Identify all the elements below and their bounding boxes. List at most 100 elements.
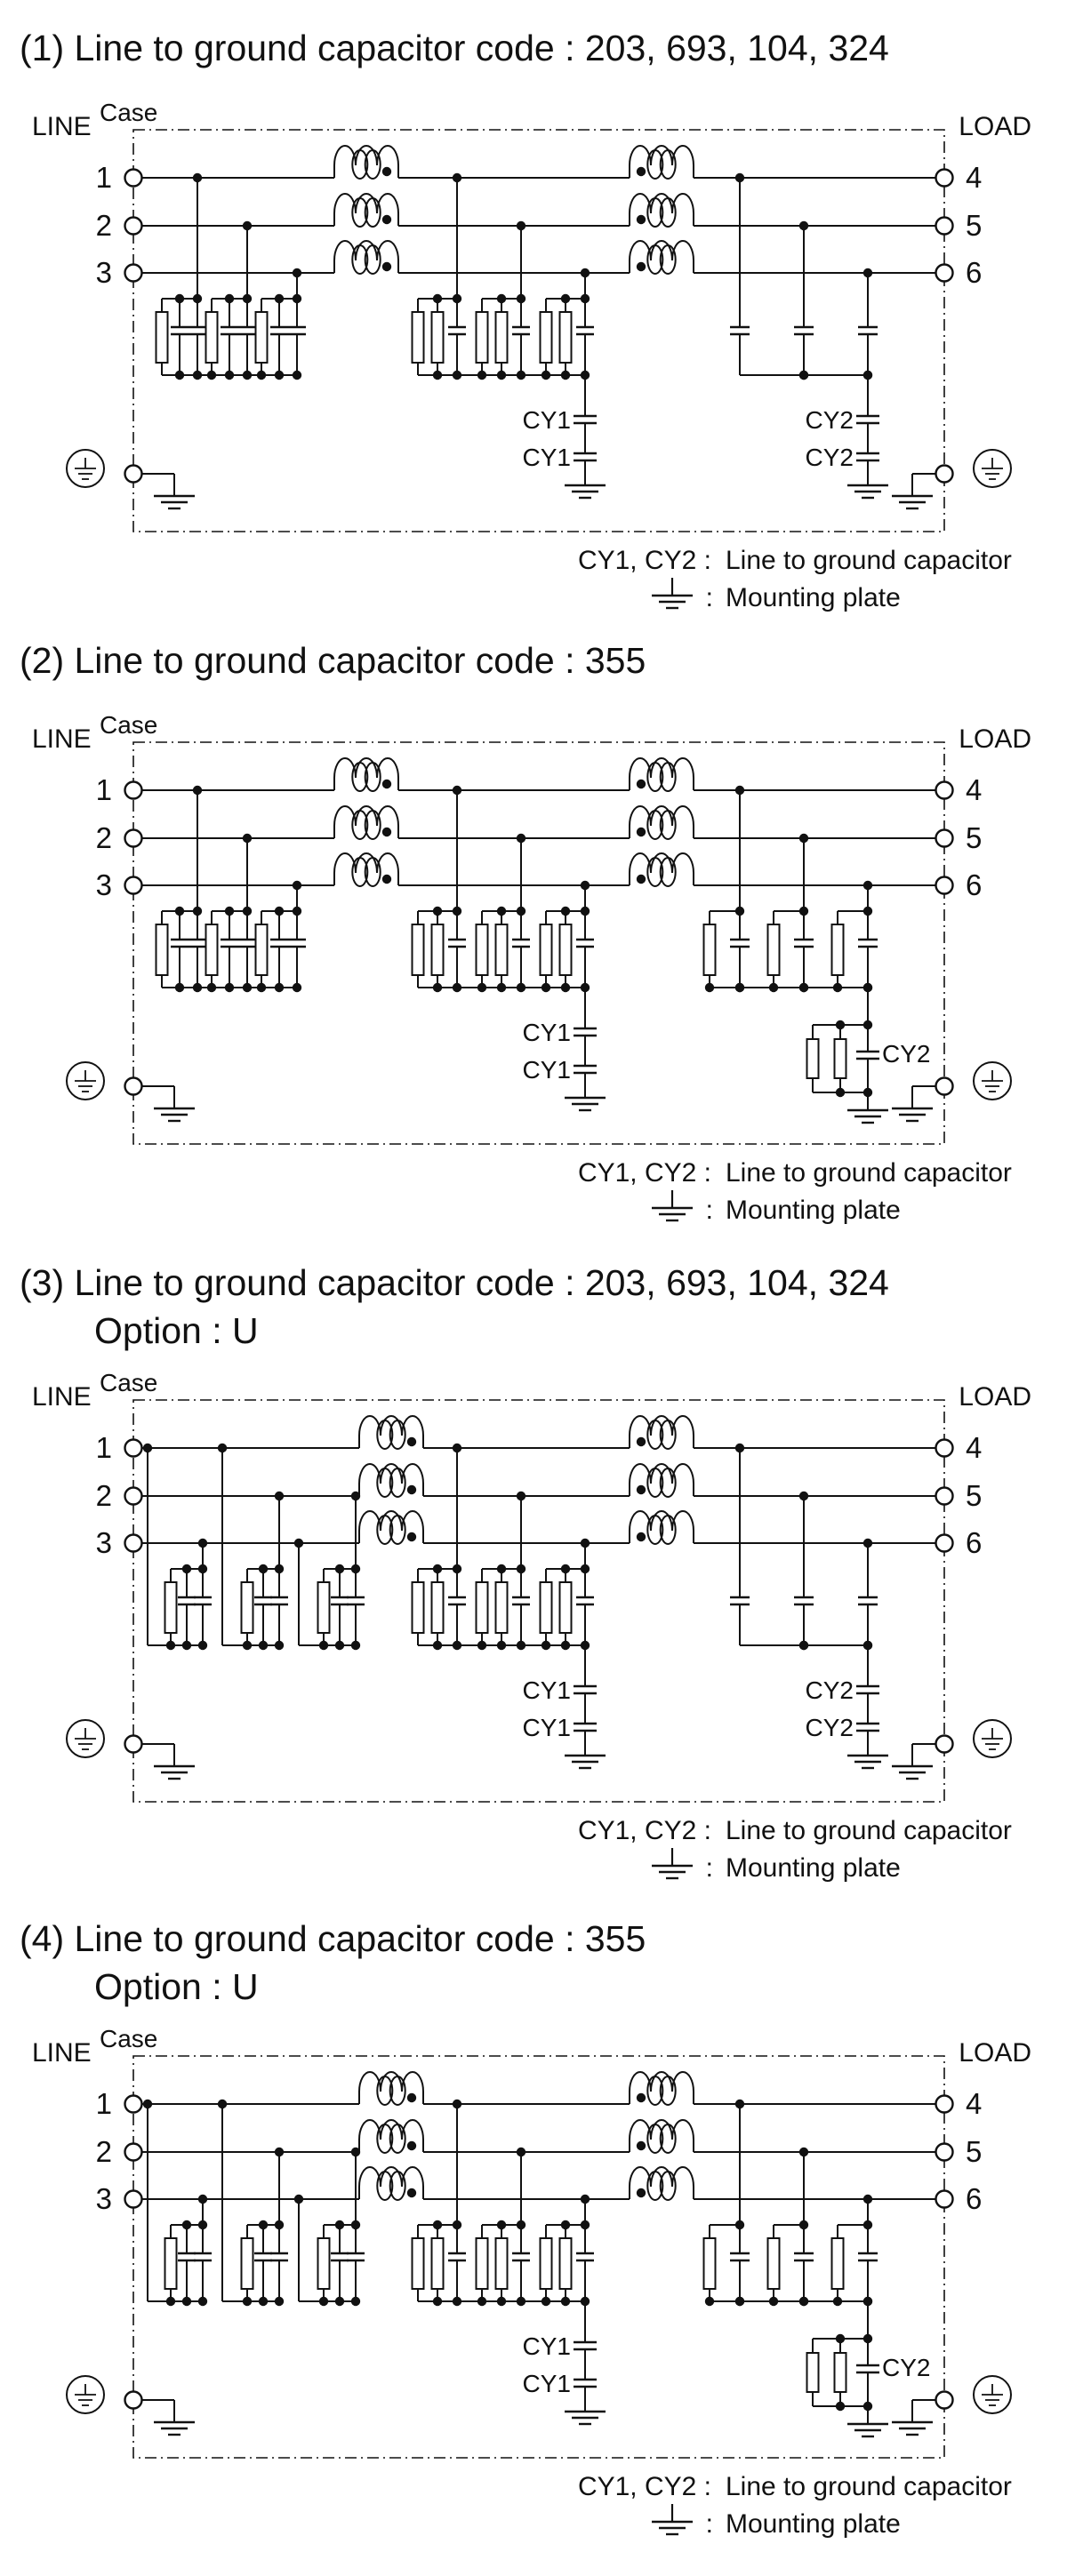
junction-dot <box>274 906 285 916</box>
resistor <box>155 311 169 364</box>
junction-dot <box>636 2092 646 2103</box>
cy2-parallel-block: CY2 <box>806 988 930 1124</box>
mid-capacitor-bank <box>411 2099 594 2307</box>
junction-dot <box>224 293 235 304</box>
diagram-3: (3) Line to ground capacitor code : 203,… <box>20 1262 1031 1883</box>
mounting-plate-icon <box>847 1108 888 1124</box>
choke-winding <box>364 244 381 275</box>
resistor <box>475 924 489 976</box>
diagram-title: (1) Line to ground capacitor code : 203,… <box>20 28 889 68</box>
legend-plate-colon: : <box>706 2509 713 2539</box>
diagram-4: (4) Line to ground capacitor code : 355O… <box>20 1918 1031 2539</box>
cy-label: CY1 <box>523 444 571 471</box>
junction-dot <box>516 2296 526 2307</box>
cy2-parallel-block: CY2 <box>806 2301 930 2438</box>
junction-dot <box>798 370 809 380</box>
junction-dot <box>835 1087 846 1098</box>
junction-dot <box>734 906 745 916</box>
terminal-label: 4 <box>966 773 982 806</box>
line-label: LINE <box>32 112 92 141</box>
legend-cy-label: CY1, CY2 : <box>578 1816 711 1845</box>
junction-dot <box>274 1564 285 1574</box>
junction-dot <box>862 2401 873 2412</box>
choke-winding <box>364 810 381 840</box>
resistor <box>317 2237 331 2290</box>
resistor <box>833 2352 847 2393</box>
junction-dot <box>560 2220 571 2230</box>
choke-winding <box>376 1420 394 1450</box>
choke-winding <box>333 805 399 840</box>
choke-winding <box>629 2119 694 2154</box>
cy-label: CY1 <box>523 1056 571 1084</box>
junction-dot <box>432 982 443 993</box>
cy-label: CY2 <box>882 2354 930 2381</box>
terminal-circle <box>935 1486 954 1506</box>
junction-dot <box>406 1436 417 1447</box>
junction-dot <box>217 2099 228 2109</box>
choke-winding <box>646 1420 664 1450</box>
choke-winding <box>629 2071 694 2104</box>
junction-dot <box>432 1564 443 1574</box>
junction-dot <box>580 1564 590 1574</box>
cy-label: CY1 <box>523 1714 571 1741</box>
junction-dot <box>636 1532 646 1542</box>
terminal-circle <box>124 2390 143 2410</box>
protective-earth-icon <box>973 449 1012 488</box>
mounting-plate-icon <box>565 484 606 500</box>
output-capacitor-bank <box>702 2099 878 2307</box>
mid-capacitor-bank <box>411 172 594 380</box>
terminal-circle <box>935 1438 954 1458</box>
junction-dot <box>452 906 462 916</box>
junction-dot <box>242 370 253 380</box>
terminal-label: 5 <box>966 209 982 242</box>
junction-dot <box>516 1491 526 1501</box>
choke-winding <box>629 1463 694 1496</box>
terminal-label: 2 <box>96 209 112 242</box>
junction-dot <box>560 1640 571 1651</box>
junction-dot <box>197 2194 208 2204</box>
choke-winding <box>358 2166 424 2199</box>
cy-label: CY1 <box>523 406 571 434</box>
resistor <box>430 1581 445 1634</box>
junction-dot <box>768 982 779 993</box>
choke-winding <box>659 2171 677 2201</box>
junction-dot <box>206 982 217 993</box>
junction-dot <box>636 2140 646 2151</box>
resistor <box>830 924 845 976</box>
mounting-plate-icon <box>892 1107 933 1123</box>
resistor <box>702 924 717 976</box>
junction-dot <box>516 982 526 993</box>
junction-dot <box>292 370 302 380</box>
legend-plate-desc: Mounting plate <box>726 1196 901 1225</box>
choke-winding <box>333 805 399 838</box>
junction-dot <box>541 1640 551 1651</box>
line-label: LINE <box>32 1382 92 1412</box>
junction-dot <box>334 1564 345 1574</box>
resistor <box>766 2237 781 2290</box>
junction-dot <box>432 2296 443 2307</box>
resistor <box>766 924 781 976</box>
choke-winding <box>646 810 664 840</box>
terminal-label: 5 <box>966 2135 982 2168</box>
choke-winding <box>629 852 694 885</box>
terminal-circle <box>124 1734 143 1754</box>
junction-dot <box>862 1538 873 1548</box>
junction-dot <box>381 827 392 837</box>
junction-dot <box>406 2140 417 2151</box>
choke-winding <box>376 1515 394 1545</box>
junction-dot <box>174 370 185 380</box>
terminal-circle <box>124 1486 143 1506</box>
diagram-title: (2) Line to ground capacitor code : 355 <box>20 640 646 681</box>
resistor <box>411 1581 425 1634</box>
choke-winding <box>629 805 694 838</box>
junction-dot <box>798 906 809 916</box>
junction-dot <box>516 220 526 231</box>
choke-winding <box>629 2119 694 2152</box>
choke-winding <box>333 145 399 178</box>
mounting-plate-icon <box>892 494 933 510</box>
terminal-label: 2 <box>96 2135 112 2168</box>
choke-winding <box>629 852 694 887</box>
junction-dot <box>580 2194 590 2204</box>
